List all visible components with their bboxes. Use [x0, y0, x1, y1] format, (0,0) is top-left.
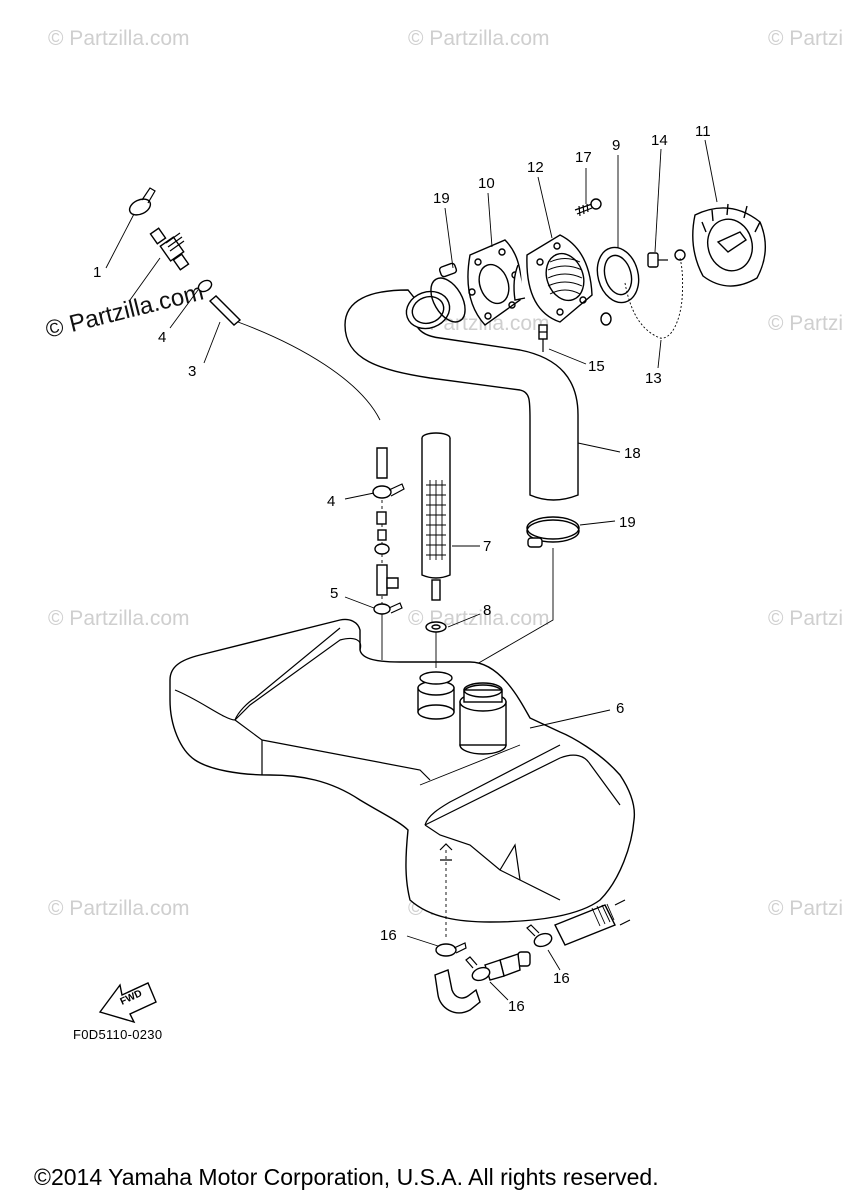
part-18-filler-hose — [344, 289, 579, 501]
callout-leaders — [105, 139, 718, 1001]
callout-17: 17 — [575, 149, 592, 166]
watermark: © Partzilla.com — [768, 897, 843, 920]
watermark: © Partzilla.com — [408, 27, 550, 50]
watermark: © Partzilla.com — [48, 607, 190, 630]
callout-1: 1 — [93, 264, 101, 281]
callout-19: 19 — [433, 190, 450, 207]
watermark: © Partzilla.com — [48, 27, 190, 50]
callout-13: 13 — [645, 370, 662, 387]
callout-15: 15 — [588, 358, 605, 375]
watermark: © Partzilla.com — [48, 897, 190, 920]
callout-3: 3 — [188, 363, 196, 380]
part-19-clamp-upper — [430, 262, 466, 323]
part-11-fuel-cap — [692, 203, 766, 287]
part-16-hoses — [434, 899, 631, 1014]
callout-4: 4 — [327, 493, 335, 510]
watermark: © Partzilla.com — [768, 27, 843, 50]
callout-10: 10 — [478, 175, 495, 192]
part-6-fuel-tank — [169, 615, 636, 940]
part-15-rivet — [538, 324, 548, 352]
callout-4: 4 — [158, 329, 166, 346]
copyright-notice: ©2014 Yamaha Motor Corporation, U.S.A. A… — [34, 1164, 659, 1190]
callout-labels: 1 4 3 4 5 7 8 6 19 10 12 17 9 14 11 15 1… — [93, 123, 711, 1015]
part-7-strainer — [421, 432, 451, 601]
callout-11: 11 — [695, 123, 711, 140]
drawing-code: F0D5110-0230 — [73, 1027, 162, 1042]
part-4-ring — [197, 279, 213, 293]
watermark: © Partzilla.com — [768, 312, 843, 335]
callout-9: 9 — [612, 137, 620, 154]
fuel-line-assembly — [372, 483, 405, 686]
part-1-clamp — [128, 187, 156, 216]
part-14-pin — [647, 249, 686, 268]
part-12-filler-neck — [513, 234, 593, 323]
watermark: © Partzilla.com — [768, 607, 843, 630]
callout-6: 6 — [616, 700, 624, 717]
callout-12: 12 — [527, 159, 544, 176]
callout-16: 16 — [380, 927, 397, 944]
part-13-chain — [624, 257, 684, 339]
part-19-clamp-lower — [469, 516, 580, 669]
fwd-arrow-icon: FWD — [98, 982, 157, 1024]
part-9-cap-gasket — [596, 246, 640, 326]
callout-16: 16 — [508, 998, 525, 1015]
callout-7: 7 — [483, 538, 491, 555]
callout-18: 18 — [624, 445, 641, 462]
part-17-screw — [574, 198, 602, 217]
callout-5: 5 — [330, 585, 338, 602]
part-8-grommet — [425, 621, 447, 633]
callout-19: 19 — [619, 514, 636, 531]
part-fitting — [149, 227, 190, 271]
callout-16: 16 — [553, 970, 570, 987]
callout-14: 14 — [651, 132, 668, 149]
callout-8: 8 — [483, 602, 491, 619]
part-10-gasket — [467, 239, 522, 326]
part-3-hose — [208, 295, 388, 479]
